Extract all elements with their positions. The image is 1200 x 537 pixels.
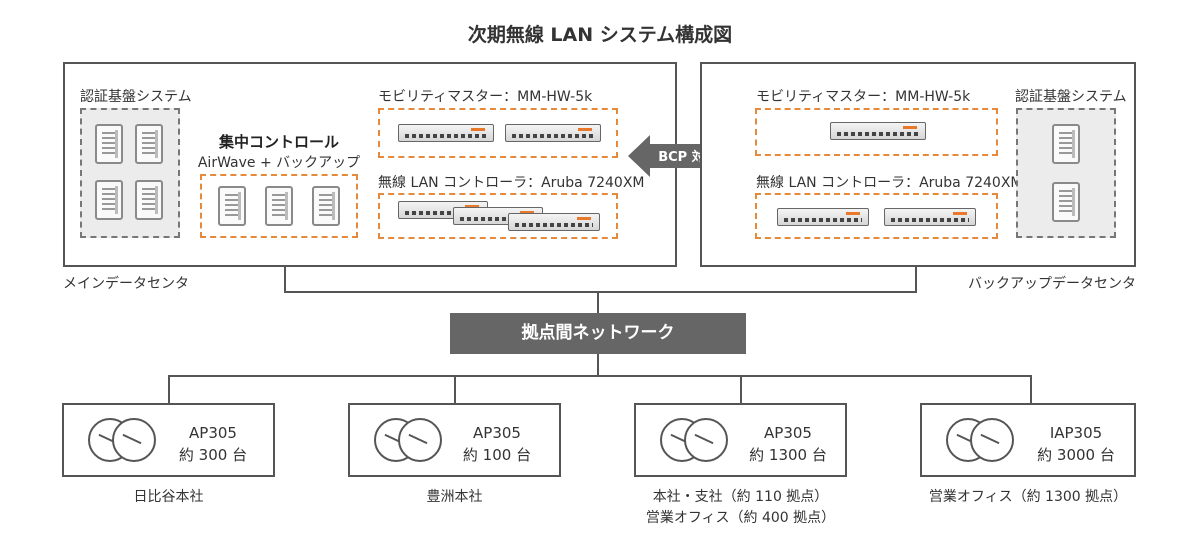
connector-line [740,375,742,403]
site-ap-model: AP305 [473,424,521,442]
backup-datacenter-label: バックアップデータセンタ [968,276,1136,292]
server-icon [265,186,293,226]
server-icon [135,124,163,164]
connector-line [284,266,286,293]
diagram-title: 次期無線 LAN システム構成図 [467,24,733,46]
site-ap-count: 約 100 台 [462,446,532,464]
main-controller-label: 無線 LAN コントローラ：Aruba 7240XM [378,175,645,191]
connector-line [597,354,599,376]
wlan-controller-appliance [884,208,976,226]
server-icon [1052,124,1080,164]
site-ap-count: 約 300 台 [178,446,248,464]
mobility-master-appliance [830,122,926,140]
access-point-icon [112,418,156,462]
connector-line [168,375,170,403]
access-point-icon [398,418,442,462]
site-name: 営業オフィス（約 1300 拠点） [928,489,1128,505]
site-ap-model: AP305 [189,424,237,442]
mobility-master-appliance [505,124,601,142]
site-name: 日比谷本社 [133,489,204,505]
connector-line [454,375,456,403]
site-ap-model: AP305 [764,424,812,442]
inter-site-network-bar: 拠点間ネットワーク [450,313,746,354]
central-control-title: 集中コントロール [218,133,339,151]
site-ap-count: 約 3000 台 [1037,446,1115,464]
site-name-line2: 営業オフィス（約 400 拠点） [645,510,836,526]
access-point-icon [970,418,1014,462]
connector-line [168,375,1032,377]
central-control-sub: AirWave + バックアップ [197,155,361,171]
server-icon [135,180,163,220]
server-icon [95,180,123,220]
connector-line [915,266,917,293]
access-point-icon [684,418,728,462]
backup-auth-label: 認証基盤システム [1015,89,1127,105]
main-auth-label: 認証基盤システム [80,89,192,105]
main-mm-label: モビリティマスター：MM-HW-5k [378,89,593,105]
site-box [62,403,275,477]
site-ap-model: IAP305 [1049,424,1103,442]
server-icon [1052,182,1080,222]
backup-controller-label: 無線 LAN コントローラ：Aruba 7240XM [756,175,1023,191]
backup-mm-label: モビリティマスター：MM-HW-5k [756,89,971,105]
wlan-controller-appliance [777,208,869,226]
mobility-master-appliance [398,124,494,142]
connector-line [1030,375,1032,403]
main-datacenter-label: メインデータセンタ [63,276,189,292]
site-box [634,403,847,477]
wlan-controller-appliance [508,213,600,231]
site-ap-count: 約 1300 台 [749,446,827,464]
site-name: 本社・支社（約 110 拠点） [652,489,829,505]
site-name: 豊洲本社 [426,489,483,505]
server-icon [312,186,340,226]
server-icon [218,186,246,226]
connector-line [597,291,599,313]
server-icon [95,124,123,164]
connector-line [284,291,917,293]
